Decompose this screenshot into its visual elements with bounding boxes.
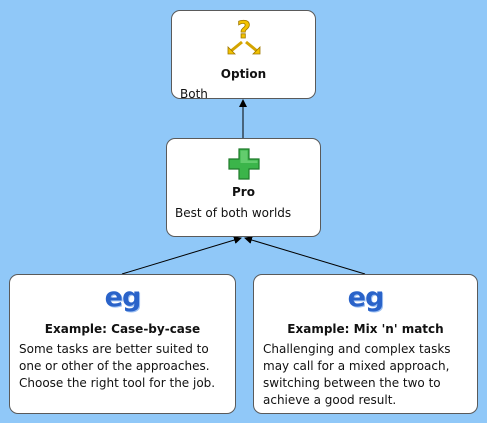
body-line: Choose the right tool for the job. (19, 376, 216, 390)
node-pro[interactable]: Pro Best of both worlds (166, 138, 321, 237)
edge-mix-to-pro (244, 236, 366, 275)
node-option-text: Both (180, 87, 208, 101)
body-line: Challenging and complex tasks (263, 342, 451, 356)
node-pro-text: Best of both worlds (175, 206, 292, 220)
node-mix-text: Challenging and complex tasks may call f… (263, 341, 475, 409)
eg-icon: eg (254, 282, 477, 313)
eg-icon: eg (10, 282, 235, 313)
question-mark-arrows-icon: ? (172, 16, 315, 60)
body-line: switching between the two to (263, 376, 441, 390)
body-line: Some tasks are better suited to (19, 342, 209, 356)
node-option[interactable]: ? Option Both (171, 10, 316, 101)
green-plus-icon (167, 147, 320, 185)
node-example-case-by-case[interactable]: eg Example: Case-by-case Some tasks are … (9, 274, 236, 414)
node-case-text: Some tasks are better suited to one or o… (19, 341, 231, 392)
svg-text:?: ? (237, 16, 251, 44)
body-line: may call for a mixed approach, (263, 359, 450, 373)
node-mix-title: Example: Mix 'n' match (287, 322, 444, 336)
eg-icon-text: eg (347, 282, 385, 313)
edge-case-to-pro (121, 236, 242, 275)
body-line: one or other of the approaches. (19, 359, 210, 373)
eg-icon-text: eg (104, 282, 142, 313)
node-case-title: Example: Case-by-case (44, 322, 201, 336)
node-pro-title: Pro (232, 185, 255, 199)
body-line: achieve a good result. (263, 393, 397, 407)
node-example-mix-n-match[interactable]: eg Example: Mix 'n' match Challenging an… (253, 274, 478, 414)
node-option-title: Option (220, 67, 267, 81)
